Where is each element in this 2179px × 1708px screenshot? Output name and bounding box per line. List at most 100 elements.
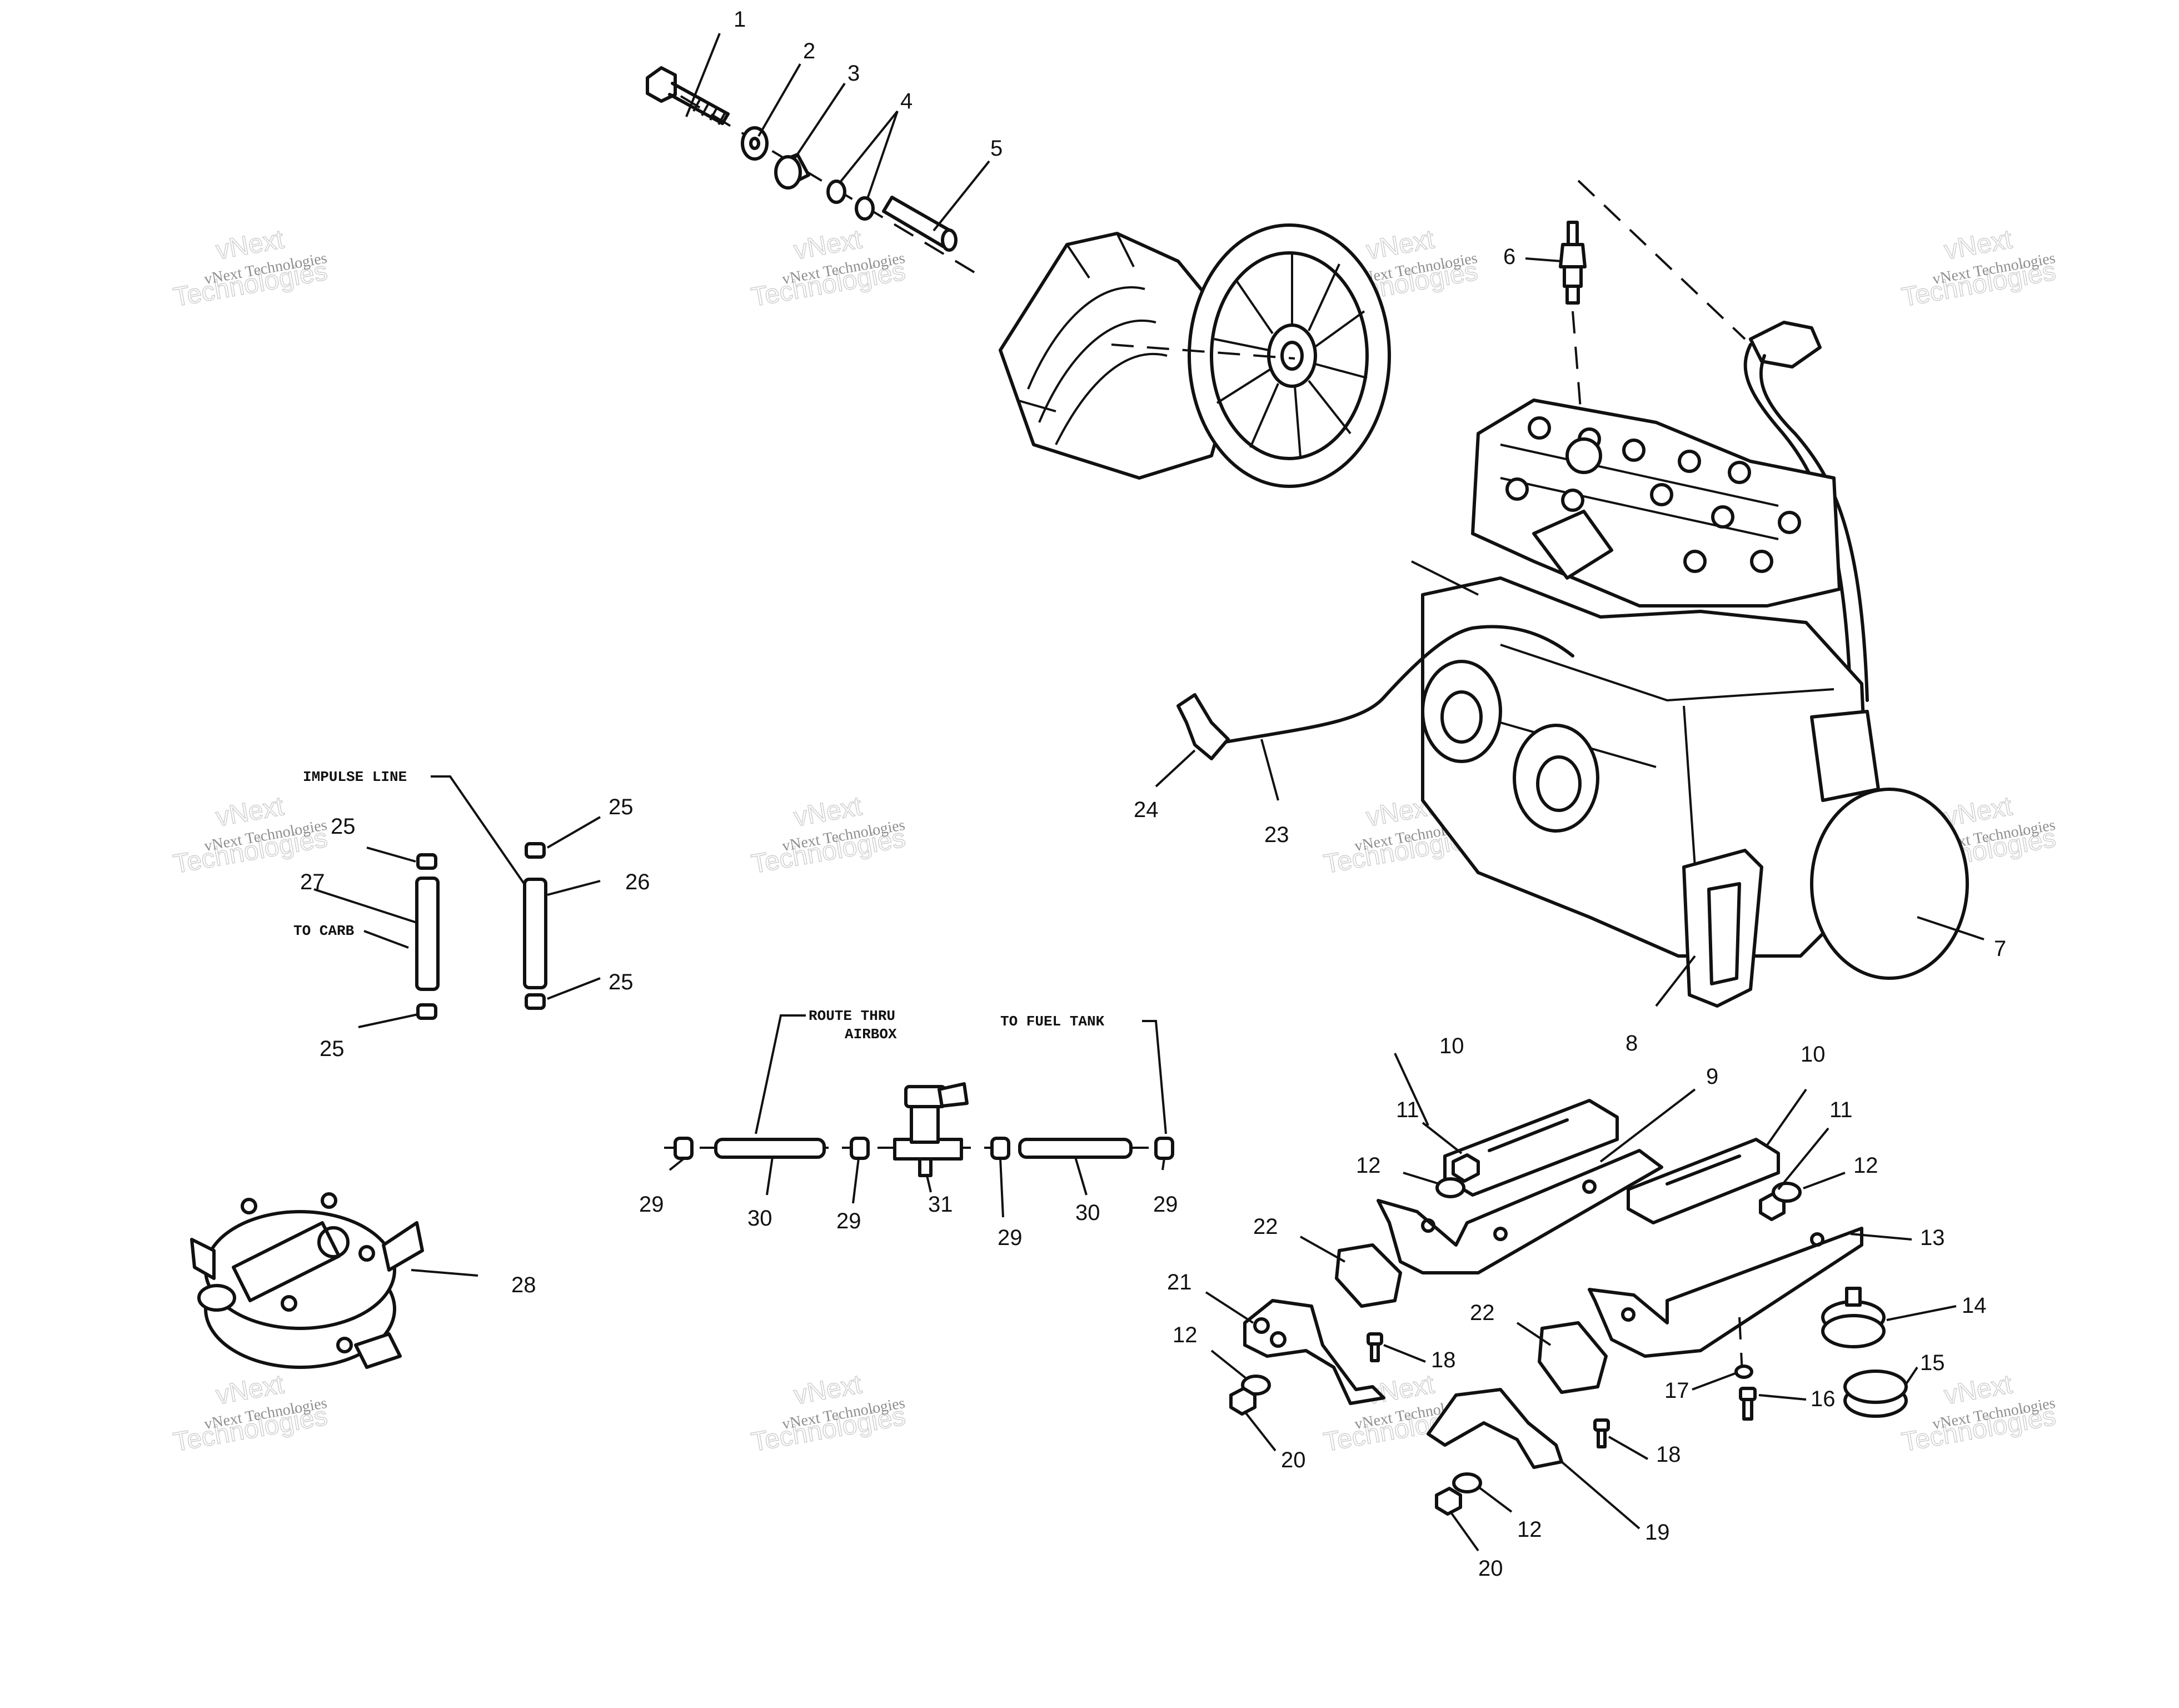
coil xyxy=(1810,710,1880,802)
clamp-part xyxy=(1154,1137,1174,1160)
magneto-cover xyxy=(1810,788,1969,980)
callout-23: 23 xyxy=(1264,823,1289,847)
rubber-mount-part xyxy=(1821,1287,1886,1348)
clutch-spokes xyxy=(1214,255,1368,457)
nut-part xyxy=(1435,1487,1462,1516)
assembly-axis xyxy=(649,77,985,279)
o-ring-part xyxy=(826,180,846,204)
callout-21: 21 xyxy=(1167,1270,1192,1294)
nut-part xyxy=(1452,1153,1480,1183)
hose-part xyxy=(415,877,440,991)
note-impulse-line: IMPULSE LINE xyxy=(303,769,407,785)
watermark: vNext Technologies vNext Technologies xyxy=(1899,1369,2058,1458)
slotted-plate-part xyxy=(1627,1138,1780,1224)
callout-22: 22 xyxy=(1253,1214,1278,1239)
washer-part xyxy=(1772,1182,1802,1203)
head-bracket xyxy=(1532,510,1613,580)
head-bolts xyxy=(1505,416,1801,573)
callout-labels: 1 2 3 4 5 6 7 8 9 10 10 11 11 12 12 13 1… xyxy=(300,7,2006,1581)
callout-20: 20 xyxy=(1281,1448,1306,1472)
callout-11: 11 xyxy=(1396,1098,1419,1122)
bushing-part xyxy=(774,153,810,190)
callout-12d: 12 xyxy=(1517,1517,1542,1542)
callout-10b: 10 xyxy=(1801,1042,1826,1067)
callout-18b: 18 xyxy=(1656,1442,1681,1467)
callout-7: 7 xyxy=(1994,937,2006,961)
clamp-part xyxy=(416,1003,437,1020)
bolt-part xyxy=(646,66,730,125)
spark-plug-boot xyxy=(1743,321,1869,702)
callout-1: 1 xyxy=(734,7,746,32)
callout-20b: 20 xyxy=(1478,1556,1503,1581)
plug-boot-axis xyxy=(1577,180,1746,340)
leader-lines-real xyxy=(313,33,1984,1552)
callout-8: 8 xyxy=(1625,1031,1638,1055)
bolt-assembly xyxy=(646,66,985,279)
callout-22b: 22 xyxy=(1470,1301,1495,1325)
callout-15: 15 xyxy=(1920,1351,1945,1375)
callout-27: 27 xyxy=(300,870,325,894)
callout-19: 19 xyxy=(1645,1520,1670,1545)
callout-10: 10 xyxy=(1439,1034,1464,1058)
mount-bracket-part xyxy=(1243,1299,1385,1405)
callout-12c: 12 xyxy=(1173,1323,1198,1347)
callout-28: 28 xyxy=(511,1273,536,1297)
callout-31: 31 xyxy=(928,1192,953,1217)
callout-2: 2 xyxy=(803,39,815,63)
note-to-carb: TO CARB xyxy=(293,923,355,939)
clamp-part xyxy=(416,853,437,870)
note-route-thru: ROUTE THRU xyxy=(809,1008,895,1024)
callout-25b: 25 xyxy=(609,795,634,819)
clamp-part xyxy=(525,993,546,1010)
callout-29b: 29 xyxy=(836,1209,861,1233)
callout-11b: 11 xyxy=(1829,1098,1853,1122)
mount-bracket-part xyxy=(1588,1227,1863,1358)
note-to-fuel-tank: TO FUEL TANK xyxy=(1000,1013,1105,1030)
callout-16: 16 xyxy=(1811,1387,1836,1411)
intake-port xyxy=(1421,660,1502,763)
washer-part xyxy=(1435,1177,1465,1198)
fuel-pump-part xyxy=(190,1192,424,1369)
fuel-line-group: ROUTE THRU AIRBOX TO FUEL TANK xyxy=(664,1008,1174,1177)
callout-12b: 12 xyxy=(1853,1153,1878,1178)
callout-25d: 25 xyxy=(320,1037,345,1061)
watermark: vNext Technologies vNext Technologies xyxy=(749,791,908,880)
engine-assembly xyxy=(1224,399,1969,1008)
callout-9: 9 xyxy=(1706,1064,1718,1089)
clamp-part xyxy=(990,1137,1010,1160)
callout-30a: 30 xyxy=(747,1206,772,1231)
callout-26: 26 xyxy=(625,870,650,894)
watermark: vNext Technologies vNext Technologies xyxy=(171,1369,330,1458)
callout-4: 4 xyxy=(900,89,913,113)
callout-29d: 29 xyxy=(1153,1192,1178,1217)
washer-part xyxy=(741,126,769,161)
callout-25a: 25 xyxy=(331,814,356,839)
plug-port xyxy=(1565,437,1602,474)
washer-part xyxy=(1734,1365,1753,1379)
bolt-part xyxy=(1367,1332,1383,1362)
callout-18: 18 xyxy=(1431,1348,1456,1372)
clamp-part xyxy=(674,1137,694,1160)
rubber-mount-part xyxy=(1538,1321,1608,1394)
callout-25c: 25 xyxy=(609,970,634,994)
watermark: vNext Technologies vNext Technologies xyxy=(171,791,330,880)
watermark: vNext Technologies vNext Technologies xyxy=(1899,224,2058,313)
drive-clutch xyxy=(999,223,1391,488)
callout-6: 6 xyxy=(1503,245,1515,269)
watermark: vNext Technologies vNext Technologies xyxy=(171,224,330,313)
spacer-part xyxy=(1843,1370,1908,1418)
callout-3: 3 xyxy=(847,61,860,86)
intake-port xyxy=(1513,724,1599,833)
nut-part xyxy=(1229,1387,1256,1416)
impulse-line-group: IMPULSE LINE TO CARB xyxy=(293,769,547,1020)
hose-clamp-part xyxy=(1176,693,1230,760)
watermark: vNext Technologies vNext Technologies xyxy=(749,224,908,313)
washer-part xyxy=(1452,1472,1482,1493)
clamp-part xyxy=(525,842,546,859)
callout-29c: 29 xyxy=(998,1226,1023,1250)
rubber-mount-part xyxy=(1335,1243,1402,1308)
callout-29a: 29 xyxy=(639,1192,664,1217)
spacer-tube-part xyxy=(882,196,958,252)
callout-24: 24 xyxy=(1134,798,1159,822)
